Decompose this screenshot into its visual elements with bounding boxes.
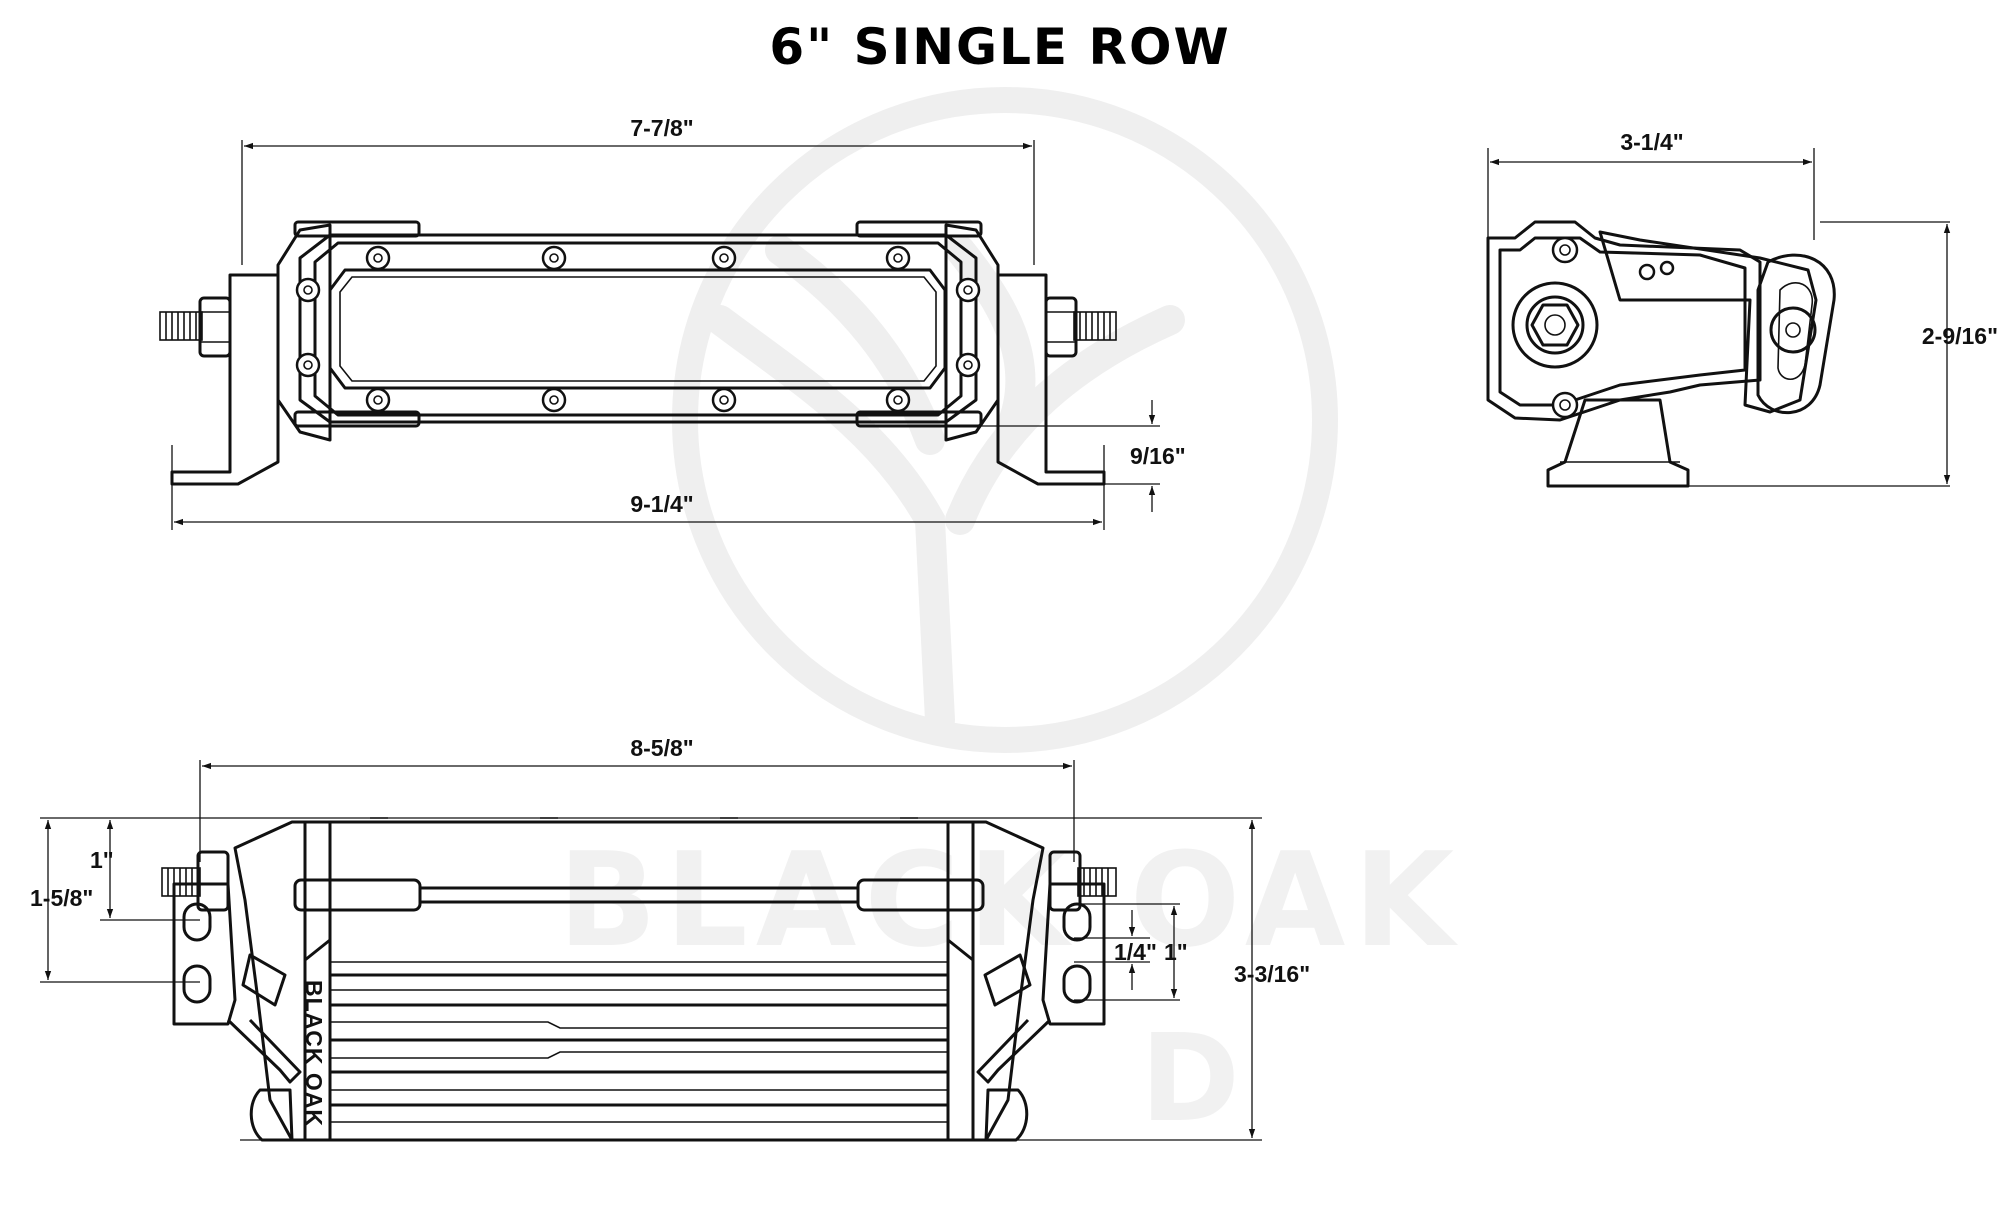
watermark-logo <box>672 87 1338 753</box>
dim-overall-width: 7-7/8" <box>630 115 693 141</box>
dim-bracket-height: 9/16" <box>1130 443 1186 469</box>
dim-height: 2-9/16" <box>1922 323 1998 349</box>
front-view-drawing <box>159 140 1160 530</box>
dim-slot-offset-bottom: 1-5/8" <box>30 885 93 911</box>
dim-depth: 3-1/4" <box>1620 129 1683 155</box>
dim-slot-spacing: 1" <box>1164 939 1188 965</box>
side-view-drawing <box>1486 148 1950 488</box>
housing-brand-label: BLACK OAK <box>301 980 327 1127</box>
dim-slot-offset-top: 1" <box>90 847 114 873</box>
dim-mount-width: 9-1/4" <box>630 491 693 517</box>
page-title: 6" SINGLE ROW <box>769 18 1230 76</box>
dim-slot-length: 1/4" <box>1114 939 1157 965</box>
watermark-brand-text: BLACK OAK <box>558 824 1462 976</box>
dim-slot-span: 8-5/8" <box>630 735 693 761</box>
top-view-drawing <box>40 760 1262 1142</box>
dim-overall-height: 3-3/16" <box>1234 961 1310 987</box>
watermark-sub-text: D <box>1140 1010 1240 1149</box>
